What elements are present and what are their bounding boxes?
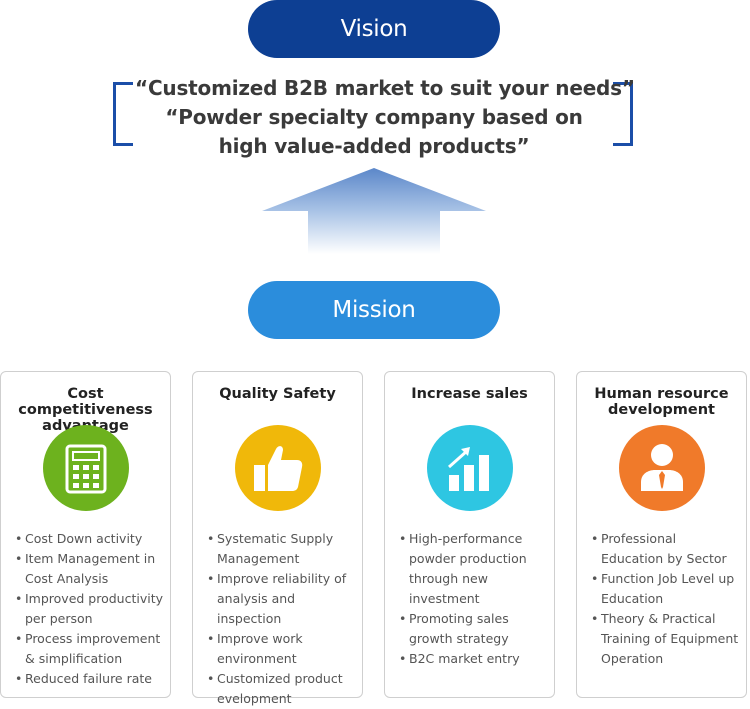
mission-badge: Mission [248, 281, 500, 339]
right-bracket [613, 82, 633, 146]
list-item: Improve reliability of analysis and insp… [207, 569, 356, 629]
list-item: Professional Education by Sector [591, 529, 740, 569]
list-item: B2C market entry [399, 649, 548, 669]
person-icon [619, 425, 705, 511]
card-cost-competitiveness: Cost competitiveness advantage Cost Down… [0, 371, 171, 698]
list-item: Improved productivity per person [15, 589, 164, 629]
left-bracket [113, 82, 133, 146]
card-list: High-performance powder production throu… [399, 529, 548, 669]
card-increase-sales: Increase sales High-performance powder p… [384, 371, 555, 698]
list-item: Theory & Practical Training of Equipment… [591, 609, 740, 669]
card-human-resource: Human resource development Professional … [576, 371, 747, 698]
growth-chart-icon [427, 425, 513, 511]
list-item: Process improvement & simplification [15, 629, 164, 669]
vision-label: Vision [340, 16, 408, 42]
card-title: Increase sales [411, 386, 528, 402]
card-list: Professional Education by Sector Functio… [591, 529, 740, 669]
list-item: Customized product evelopment [207, 669, 356, 709]
vision-badge: Vision [248, 0, 500, 58]
list-item: Function Job Level up Education [591, 569, 740, 609]
vision-line-1: “Customized B2B market to suit your need… [135, 76, 635, 100]
thumbs-up-icon [235, 425, 321, 511]
vision-line-2: “Powder specialty company based on [165, 105, 583, 129]
list-item: Promoting sales growth strategy [399, 609, 548, 649]
list-item: Systematic Supply Management [207, 529, 356, 569]
calculator-icon [43, 425, 129, 511]
card-list: Cost Down activity Item Management in Co… [15, 529, 164, 689]
list-item: High-performance powder production throu… [399, 529, 548, 609]
list-item: Improve work environment [207, 629, 356, 669]
card-title: Quality Safety [219, 386, 336, 402]
list-item: Cost Down activity [15, 529, 164, 549]
list-item: Item Management in Cost Analysis [15, 549, 164, 589]
list-item: Reduced failure rate [15, 669, 164, 689]
card-list: Systematic Supply Management Improve rel… [207, 529, 356, 709]
vision-statement: “Customized B2B market to suit your need… [135, 74, 635, 161]
card-quality-safety: Quality Safety Systematic Supply Managem… [192, 371, 363, 706]
up-arrow-icon [262, 168, 486, 254]
card-title: Human resource development [594, 386, 729, 418]
mission-label: Mission [332, 297, 416, 323]
vision-line-3: high value-added products” [218, 134, 530, 158]
